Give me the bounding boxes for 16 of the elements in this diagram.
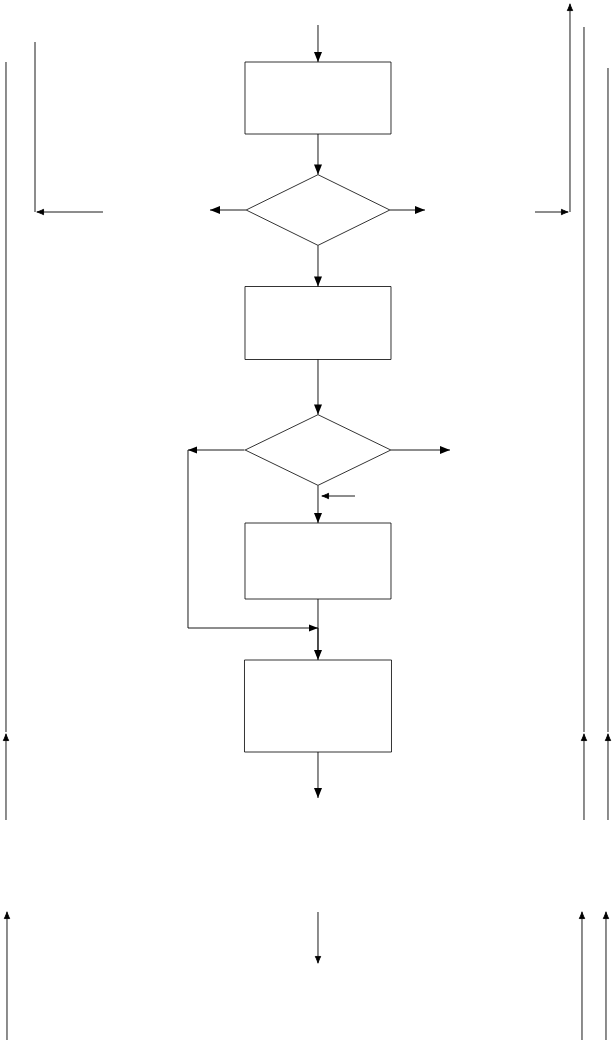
process-box bbox=[244, 659, 392, 753]
decision-diamond bbox=[244, 414, 392, 486]
arrow bbox=[389, 206, 426, 214]
arrow bbox=[314, 751, 322, 799]
decision-diamond bbox=[245, 174, 391, 246]
process-box bbox=[244, 522, 392, 600]
arrow bbox=[209, 206, 247, 214]
arrow bbox=[314, 359, 322, 415]
arrow bbox=[314, 485, 322, 524]
arrow bbox=[314, 24, 322, 63]
arrow bbox=[390, 446, 451, 454]
arrow bbox=[314, 245, 322, 287]
arrow bbox=[314, 133, 322, 175]
arrow bbox=[314, 598, 322, 661]
process-box bbox=[244, 286, 392, 360]
process-box bbox=[244, 61, 392, 135]
